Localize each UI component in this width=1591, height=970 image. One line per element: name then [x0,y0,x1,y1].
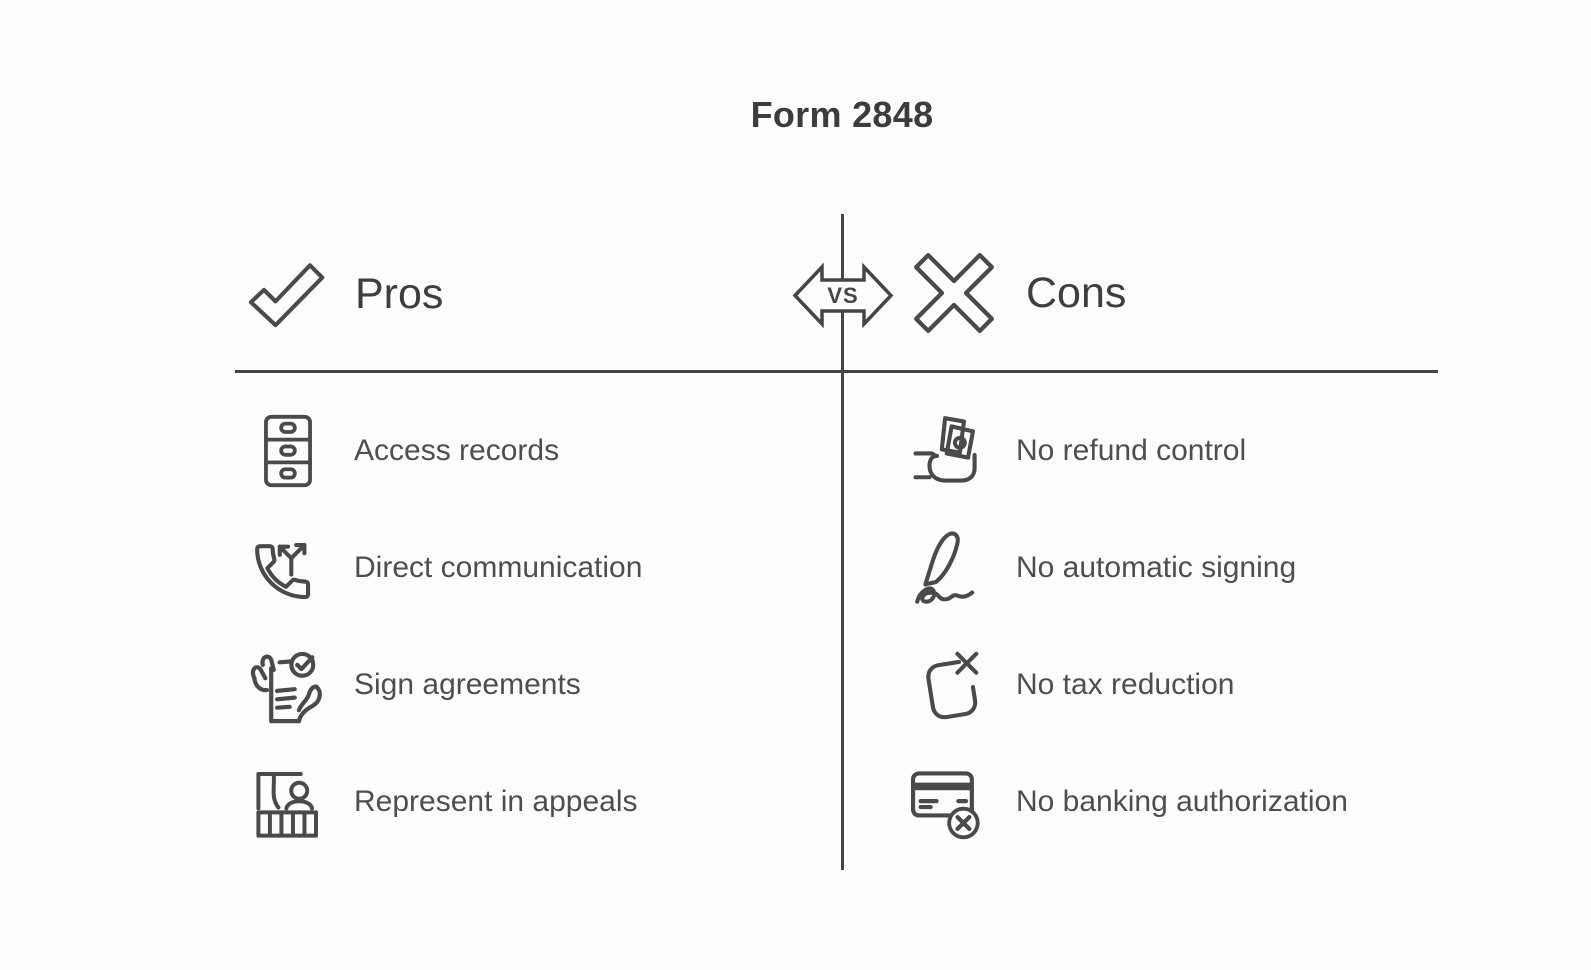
pros-heading: Pros [246,254,443,334]
cons-item: No refund control [908,392,1348,509]
cons-item: No tax reduction [908,626,1348,743]
cons-list: No refund control No automatic signing [908,392,1348,860]
cons-item-label: No tax reduction [1016,667,1235,701]
document-x-icon [908,635,992,735]
cons-heading-label: Cons [1026,268,1127,317]
signed-document-icon [246,635,330,735]
cons-heading: Cons [910,250,1126,336]
cross-icon [910,250,998,336]
hand-holding-money-icon [908,401,992,501]
credit-card-x-icon [908,752,992,852]
pen-signature-icon [908,518,992,618]
cons-item: No automatic signing [908,509,1348,626]
horizontal-divider-line [235,370,1438,373]
page-title: Form 2848 [750,94,934,135]
checkmark-icon [246,257,328,331]
cons-item-label: No banking authorization [1016,784,1348,818]
pros-heading-label: Pros [355,269,444,318]
pros-item-label: Represent in appeals [354,784,638,818]
double-arrow-icon [792,262,894,329]
vs-badge: VS [792,254,894,337]
pros-item: Sign agreements [246,626,642,743]
vs-label: VS [827,282,859,308]
pros-item: Direct communication [246,509,642,626]
pros-item-label: Access records [354,433,560,467]
cons-item: No banking authorization [908,743,1348,860]
cons-item-label: No automatic signing [1016,550,1297,584]
vertical-divider-line [841,214,844,870]
pros-item-label: Direct communication [354,550,643,584]
pros-item: Represent in appeals [246,743,642,860]
phone-forward-icon [246,518,330,618]
pros-list: Access records Direct communication [246,392,642,860]
file-cabinet-icon [246,401,330,501]
pros-item: Access records [246,392,642,509]
cons-item-label: No refund control [1016,433,1247,467]
courtroom-representation-icon [246,752,330,852]
pros-item-label: Sign agreements [354,667,581,701]
